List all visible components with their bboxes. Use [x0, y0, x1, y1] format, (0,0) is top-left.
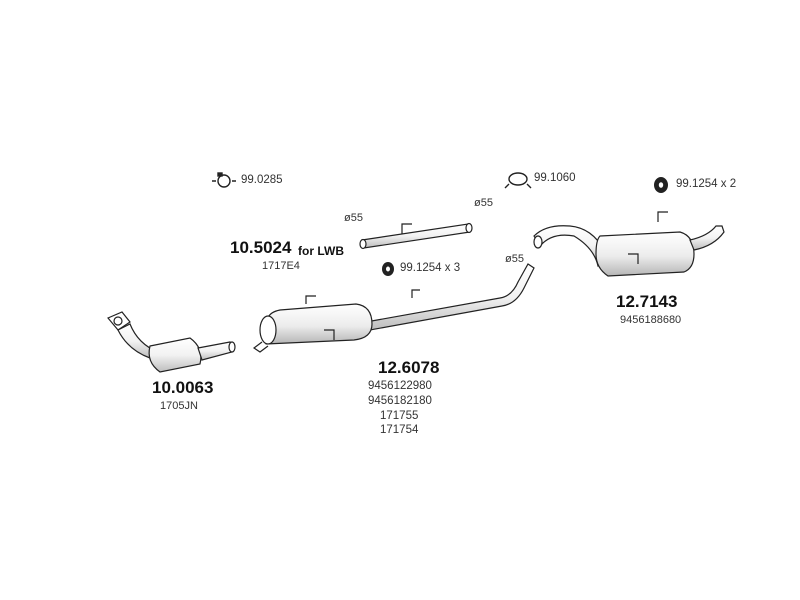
front-pipe: [359, 222, 473, 250]
diameter-label: ø55: [505, 253, 524, 265]
part-note-front-pipe: for LWB: [298, 244, 344, 258]
part-number-rear-silencer: 12.7143: [616, 292, 678, 311]
part-number-catalytic-converter: 10.0063: [152, 378, 214, 397]
mount-part-number: 99.1254 x 2: [676, 178, 737, 190]
gasket-part-number: 99.1060: [534, 172, 576, 184]
rubber-mount-icon: [382, 262, 394, 276]
oe-code: 1717E4: [262, 260, 300, 272]
diameter-label: ø55: [344, 212, 363, 224]
rear-silencer: [533, 211, 725, 277]
oe-code: 171754: [380, 424, 419, 436]
oe-code: 9456182180: [368, 395, 432, 407]
oe-code: 1705JN: [160, 400, 198, 412]
gasket-icon: [504, 172, 532, 189]
diameter-label: ø55: [474, 197, 493, 209]
mount-part-number: 99.1254 x 3: [400, 262, 461, 274]
part-number-middle-silencer: 12.6078: [378, 358, 440, 377]
oe-code: 9456122980: [368, 380, 432, 392]
middle-silencer: [252, 263, 535, 353]
clamp-part-number: 99.0285: [241, 174, 283, 186]
part-number-front-pipe: 10.5024: [230, 238, 292, 257]
rubber-mount-icon: [654, 177, 668, 193]
oe-code: 9456188680: [620, 314, 682, 326]
catalytic-converter: [107, 311, 236, 373]
clamp-icon: [212, 172, 236, 188]
oe-code: 171755: [380, 410, 419, 422]
